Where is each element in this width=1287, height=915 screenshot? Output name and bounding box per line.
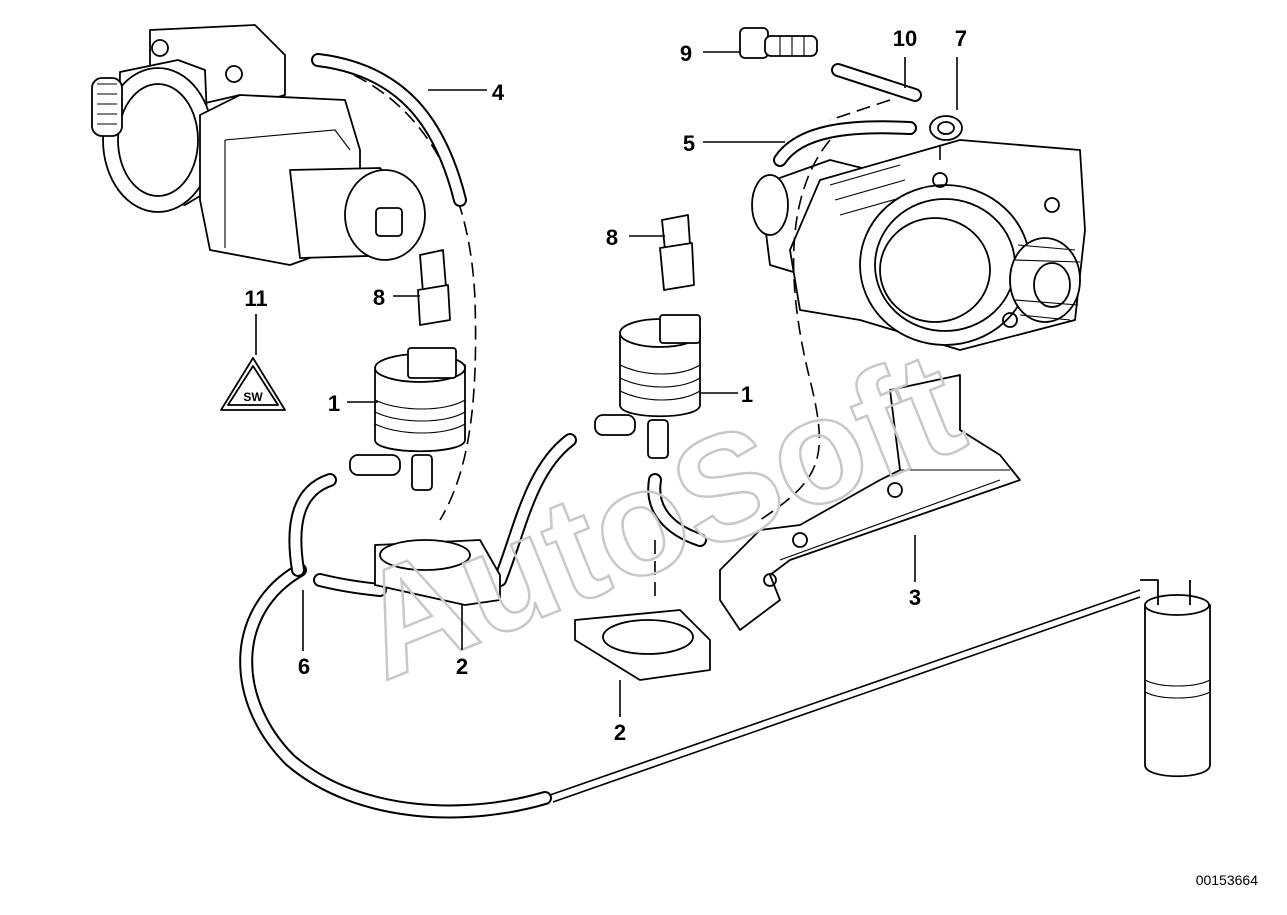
hose-clamp — [929, 115, 963, 141]
callout-11: 11 — [244, 286, 267, 311]
callout-3: 3 — [909, 585, 921, 610]
valve-right — [594, 314, 701, 459]
callout-4: 4 — [492, 80, 505, 105]
rubber-mount-right — [574, 609, 711, 681]
warning-symbol-text: SW — [243, 390, 263, 404]
callout-8-right: 8 — [606, 225, 618, 250]
mounting-bracket — [719, 374, 1021, 631]
callout-7: 7 — [955, 26, 967, 51]
throttle-body-left — [91, 24, 426, 266]
connector-right — [659, 214, 695, 291]
throttle-body-right — [751, 139, 1086, 351]
warning-symbol: SW — [220, 357, 286, 411]
t-connector — [739, 27, 818, 59]
callout-9: 9 — [680, 41, 692, 66]
callout-5: 5 — [683, 131, 695, 156]
valve-left — [349, 347, 466, 491]
filter-canister — [1140, 579, 1211, 778]
callout-10: 10 — [893, 26, 917, 51]
leader-lines — [255, 51, 958, 717]
callout-2-right: 2 — [614, 720, 626, 745]
callout-6: 6 — [298, 654, 310, 679]
callout-8-left: 8 — [373, 285, 385, 310]
hoses — [239, 53, 1141, 819]
callout-1-left: 1 — [328, 391, 340, 416]
assembly-lines — [314, 59, 941, 600]
callout-1-right: 1 — [741, 382, 753, 407]
callout-labels: 1 1 2 2 3 4 5 6 7 8 8 9 10 11 — [244, 26, 967, 745]
rubber-mount-left — [374, 539, 501, 606]
document-number: 00153664 — [1196, 872, 1259, 888]
callout-2-left: 2 — [456, 654, 468, 679]
connector-left — [417, 249, 451, 326]
